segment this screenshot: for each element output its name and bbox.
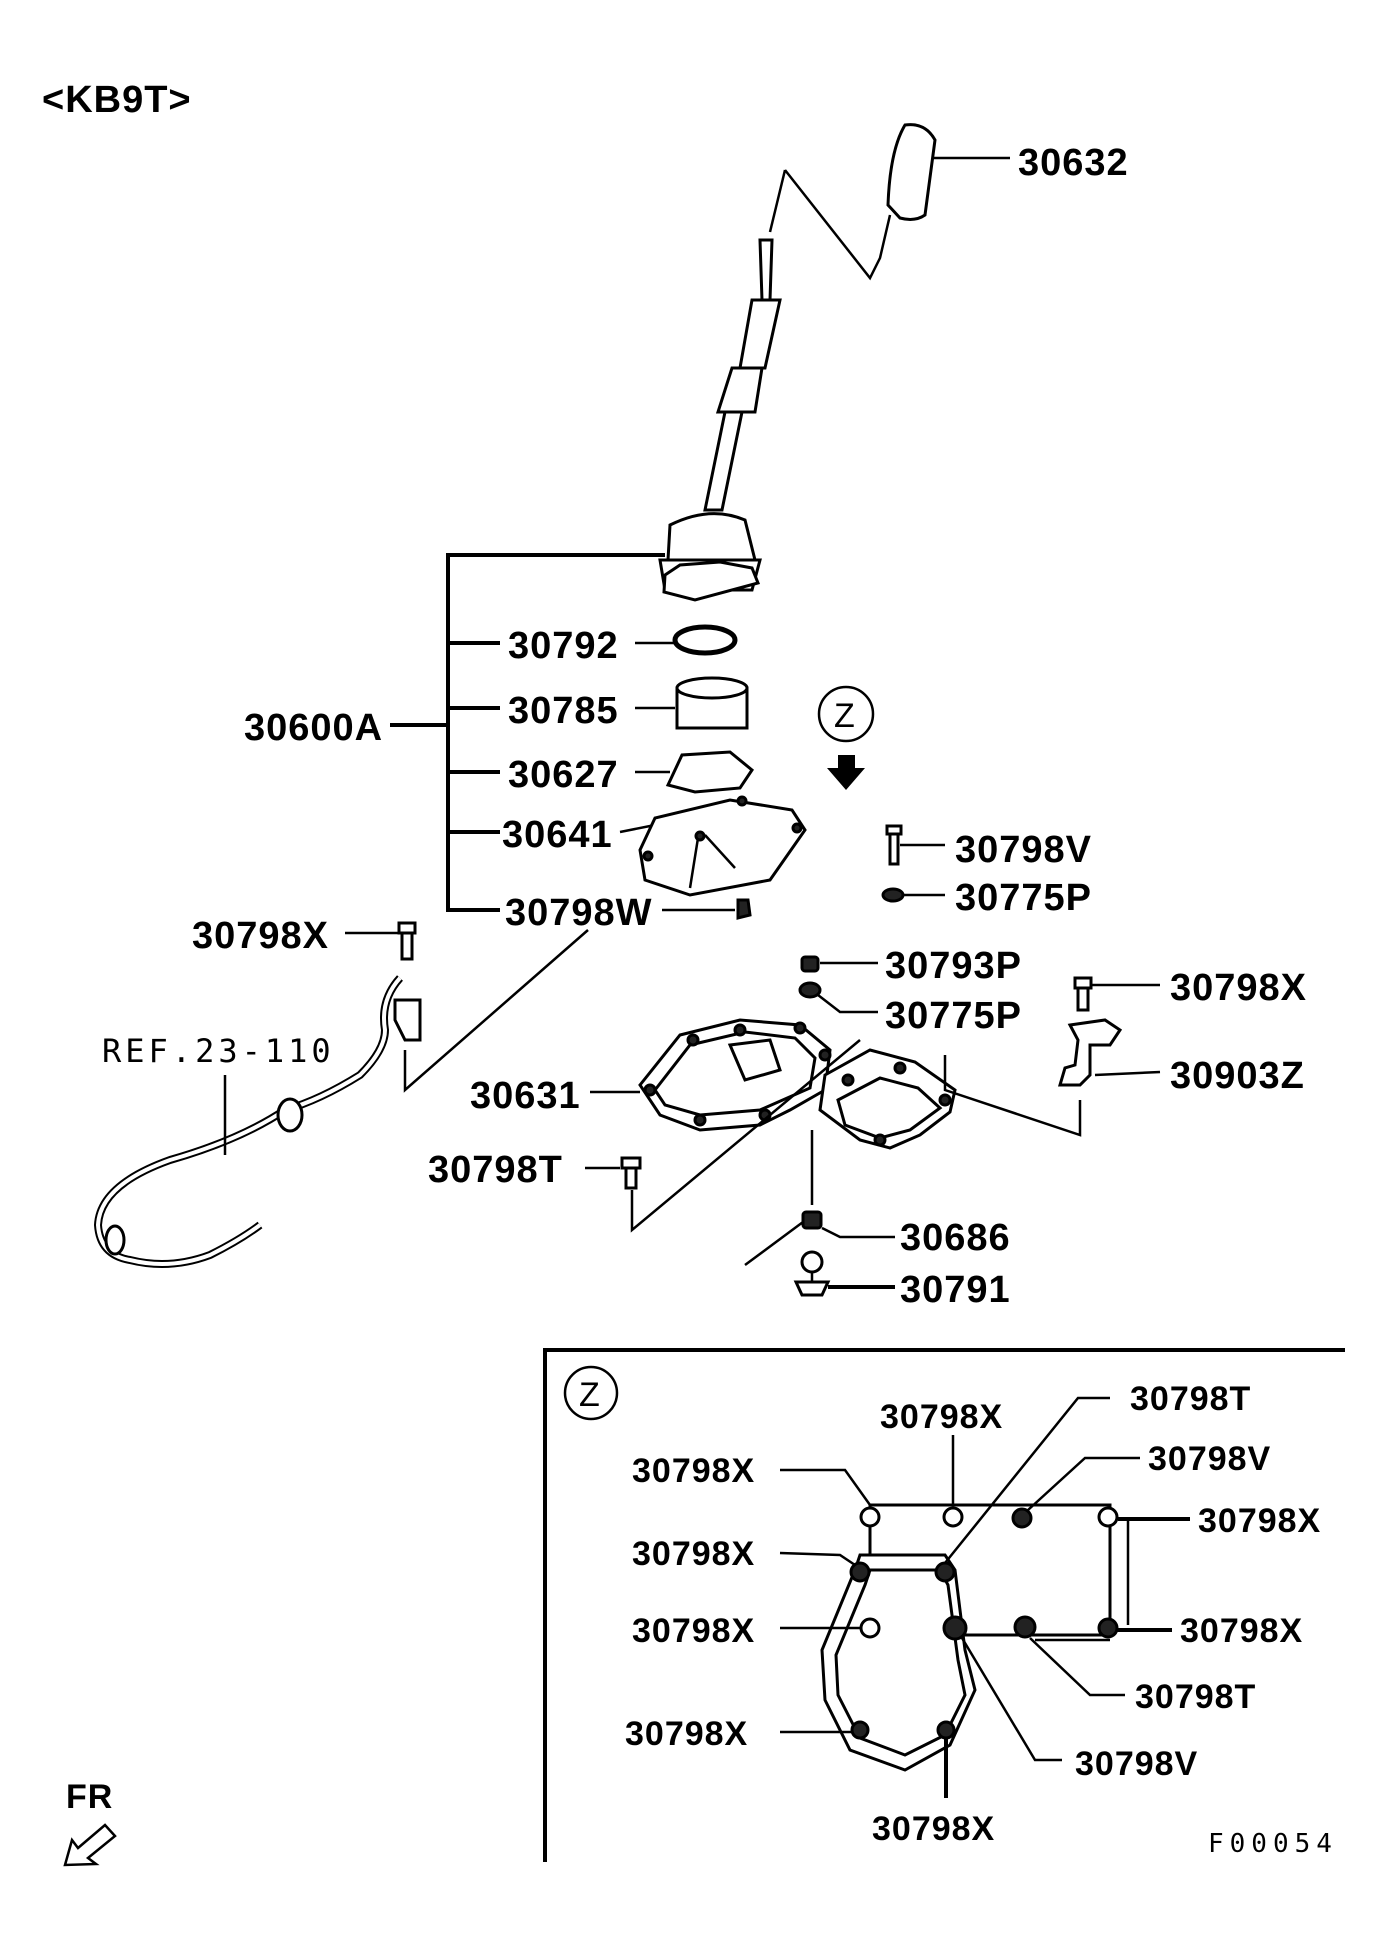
detail-label-top-right-t: 30798T [1130,1380,1251,1418]
reference-label: REF.23-110 [102,1032,335,1070]
label-washer-p2: 30775P [885,995,1022,1037]
label-ball: 30791 [900,1269,1011,1311]
detail-marker-main [817,685,875,743]
detail-marker-box-text: Z [579,1376,601,1414]
bolt-x-right-part [1073,976,1093,1012]
detail-label-left-3: 30798X [632,1612,755,1650]
bolt-x-left-part [397,921,417,961]
label-pin: 30686 [900,1217,1011,1259]
label-oring: 30792 [508,625,619,667]
washer-p-part [881,887,905,903]
label-housing: 30631 [470,1075,581,1117]
label-bushing: 30785 [508,690,619,732]
bolt-t-part [620,1156,642,1190]
label-bolt-x-right: 30798X [1170,967,1307,1009]
detail-label-top-right-v: 30798V [1148,1440,1271,1478]
detail-marker-main-text: Z [834,697,856,735]
detail-view: Z 30798X 30798T 307 [543,1348,1345,1862]
bolt-w-part [736,898,752,920]
label-bolt-x-left: 30798X [192,915,329,957]
bushing-part [675,676,749,730]
detail-label-right-2: 30798X [1180,1612,1303,1650]
base-plate-part [638,795,807,897]
detail-label-left-4: 30798X [625,1715,748,1753]
label-bracket: 30903Z [1170,1055,1305,1097]
label-seal: 30627 [508,754,619,796]
label-bolt-v: 30798V [955,829,1092,871]
label-knob: 30632 [1018,142,1129,184]
shift-lever [658,238,782,602]
ball-part [793,1250,831,1297]
detail-label-right-1: 30798X [1198,1502,1321,1540]
detail-label-right-t: 30798T [1135,1678,1256,1716]
arrow-down-icon [827,755,865,790]
detail-label-top-center: 30798X [880,1398,1003,1436]
cable-part [93,975,422,1268]
housing-part [638,1018,957,1150]
pin-part [801,1210,823,1230]
detail-label-bottom-v: 30798V [1075,1745,1198,1783]
bracket-part [1057,1018,1123,1087]
seal-part [665,750,755,794]
direction-label: FR [66,1778,113,1816]
label-nut-p: 30793P [885,945,1022,987]
figure-code: F00054 [1208,1829,1338,1859]
oring-part [672,624,738,656]
label-bolt-t: 30798T [428,1149,563,1191]
front-arrow-icon [63,1823,117,1867]
label-washer-p: 30775P [955,877,1092,919]
label-assembly: 30600A [244,707,383,749]
shift-knob [886,123,937,221]
detail-label-left-2: 30798X [632,1535,755,1573]
detail-label-left-1: 30798X [632,1452,755,1490]
label-bolt-w: 30798W [505,892,653,934]
washer-p2-part [798,981,822,999]
model-tag: <KB9T> [42,79,192,121]
bolt-v-part [885,824,903,866]
nut-p-part [800,955,820,973]
label-base-plate: 30641 [502,814,613,856]
detail-label-bottom: 30798X [872,1810,995,1848]
detail-marker-box [563,1365,619,1421]
